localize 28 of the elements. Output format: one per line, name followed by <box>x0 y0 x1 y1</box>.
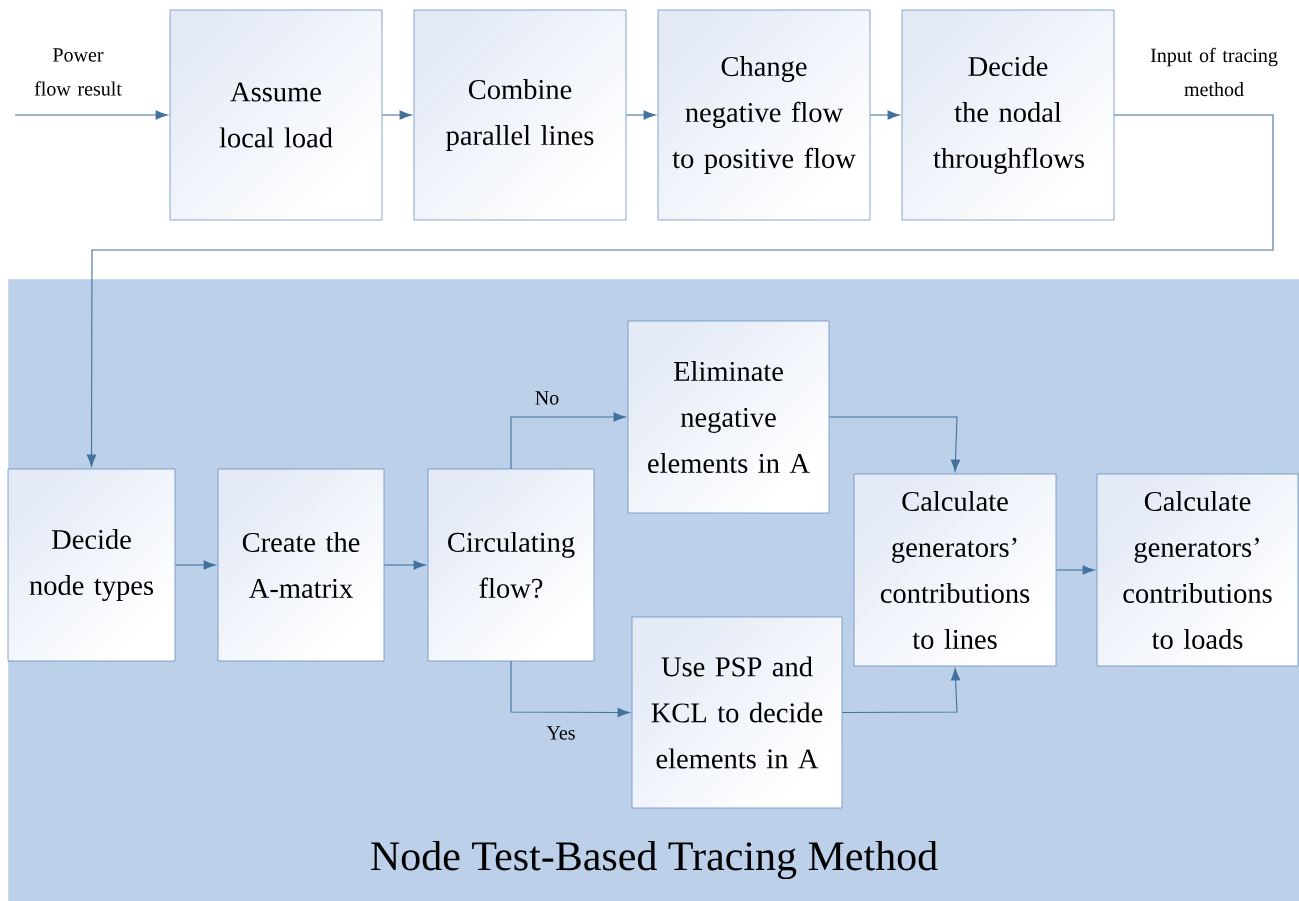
arrow <box>1055 565 1095 575</box>
process-box: Circulating flow? <box>427 468 595 662</box>
arrow <box>510 412 626 470</box>
edge-label: Input of tracing method <box>1150 47 1278 97</box>
process-box: Calculate generators’ contributions to lines <box>853 473 1057 667</box>
arrow <box>383 560 426 570</box>
edge-label: No <box>535 391 559 405</box>
process-box: Assume local load <box>169 9 383 221</box>
arrow <box>869 110 900 120</box>
arrow <box>510 660 630 718</box>
process-box: Change negative flow to positive flow <box>657 9 871 221</box>
edge-label: Yes <box>546 726 575 740</box>
edge-label: Power flow result <box>34 48 122 96</box>
arrow <box>14 110 168 120</box>
process-box: Create the A-matrix <box>217 468 385 662</box>
arrow <box>174 560 216 570</box>
arrow <box>841 668 961 714</box>
arrow <box>86 114 1274 467</box>
process-box: Combine parallel lines <box>413 9 627 221</box>
title: Node Test-Based Tracing Method <box>371 840 938 880</box>
arrow <box>828 416 961 472</box>
process-box: Decide the nodal throughflows <box>901 9 1115 221</box>
process-box: Decide node types <box>7 468 176 662</box>
arrow <box>625 110 656 120</box>
arrow <box>381 110 412 120</box>
process-box: Use PSP and KCL to decide elements in A <box>631 616 843 809</box>
process-box: Eliminate negative elements in A <box>627 320 830 514</box>
process-box: Calculate generators’ contributions to loads <box>1096 473 1299 667</box>
